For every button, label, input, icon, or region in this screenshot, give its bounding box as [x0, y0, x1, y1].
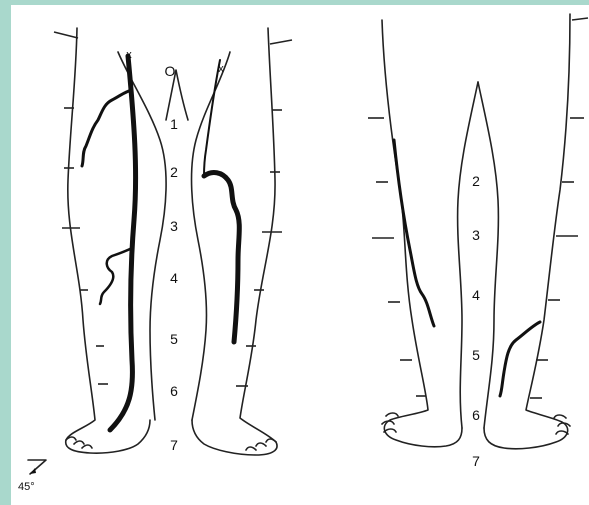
front-marker-label: x [126, 49, 132, 61]
back-leg-left-inner-outline [458, 82, 478, 428]
front-great-saphenous-vein [110, 56, 136, 430]
back-view: 2 3 4 5 6 7 [368, 14, 588, 469]
back-leg-right-outer-outline [484, 14, 570, 449]
back-segment-label: 3 [472, 227, 480, 243]
angle-label: 45° [18, 481, 35, 493]
back-left-calf-vein [394, 140, 434, 326]
angle-indicator: 45° [18, 460, 46, 493]
front-leg-left-inner-outline [118, 52, 166, 420]
front-segment-label: 4 [170, 270, 178, 286]
back-right-calf-vein [500, 322, 540, 396]
front-segment-label: 2 [170, 164, 178, 180]
front-segment-label: 7 [170, 437, 178, 453]
arrowhead-icon [30, 468, 36, 474]
front-right-foot-toes [246, 439, 276, 450]
front-segment-label: 5 [170, 331, 178, 347]
front-right-level-tick [270, 40, 292, 44]
front-view: O x x 1 2 3 4 5 6 7 [54, 28, 292, 455]
front-segment-label: 1 [170, 116, 178, 132]
front-segment-label: 6 [170, 383, 178, 399]
angle-arrow-icon [28, 460, 46, 474]
front-marker-label: x [218, 63, 224, 75]
front-left-foot-toes [66, 437, 92, 448]
front-calf-tributary-vein [100, 248, 132, 304]
back-segment-label: 5 [472, 347, 480, 363]
front-leg-right-inner-outline [192, 52, 230, 420]
front-origin-label: O [165, 63, 176, 79]
front-segment-label: 3 [170, 218, 178, 234]
front-left-upper-vein [204, 60, 220, 176]
front-left-level-tick [54, 32, 78, 38]
back-segment-label: 2 [472, 173, 480, 189]
back-segment-label: 6 [472, 407, 480, 423]
back-leg-left-outer-outline [382, 20, 462, 447]
back-right-level-tick [572, 18, 588, 20]
front-thigh-tributary-vein [82, 90, 132, 166]
front-leg-right-outer-outline [192, 28, 277, 455]
front-right-leg-vein [204, 173, 239, 342]
back-leg-right-inner-outline [478, 82, 498, 428]
back-segment-label: 4 [472, 287, 480, 303]
back-segment-label: 7 [472, 453, 480, 469]
